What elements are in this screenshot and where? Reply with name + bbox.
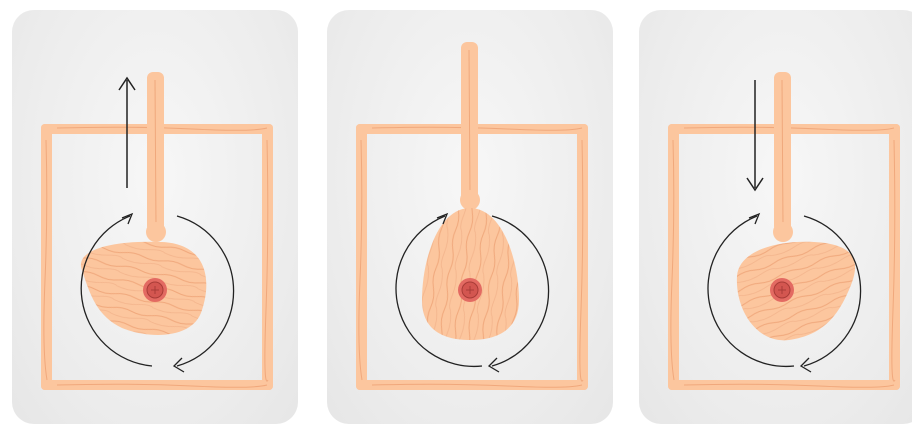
rotation-arrow-clockwise bbox=[80, 212, 235, 373]
cam-diagram-falling bbox=[668, 72, 900, 390]
follower-rod bbox=[460, 42, 480, 210]
motion-arrow-up bbox=[118, 76, 136, 188]
axle bbox=[458, 278, 482, 302]
follower-rod bbox=[146, 72, 166, 242]
wood-frame bbox=[41, 124, 273, 390]
cam-panel-rising bbox=[12, 10, 298, 424]
wood-frame bbox=[356, 124, 588, 390]
rotation-arrow-clockwise bbox=[395, 212, 550, 373]
rotation-arrow-clockwise bbox=[707, 212, 862, 373]
motion-arrow-down bbox=[746, 80, 764, 192]
cam bbox=[736, 241, 856, 341]
axle bbox=[770, 278, 794, 302]
cam-diagram-top bbox=[356, 42, 588, 390]
cam-diagram-rising bbox=[41, 72, 273, 390]
follower-rod bbox=[773, 72, 793, 242]
axle bbox=[143, 278, 167, 302]
cam-panel-falling bbox=[639, 10, 912, 424]
cam bbox=[422, 208, 519, 340]
cam-panel-top-dead-center bbox=[327, 10, 613, 424]
wood-frame bbox=[668, 124, 900, 390]
